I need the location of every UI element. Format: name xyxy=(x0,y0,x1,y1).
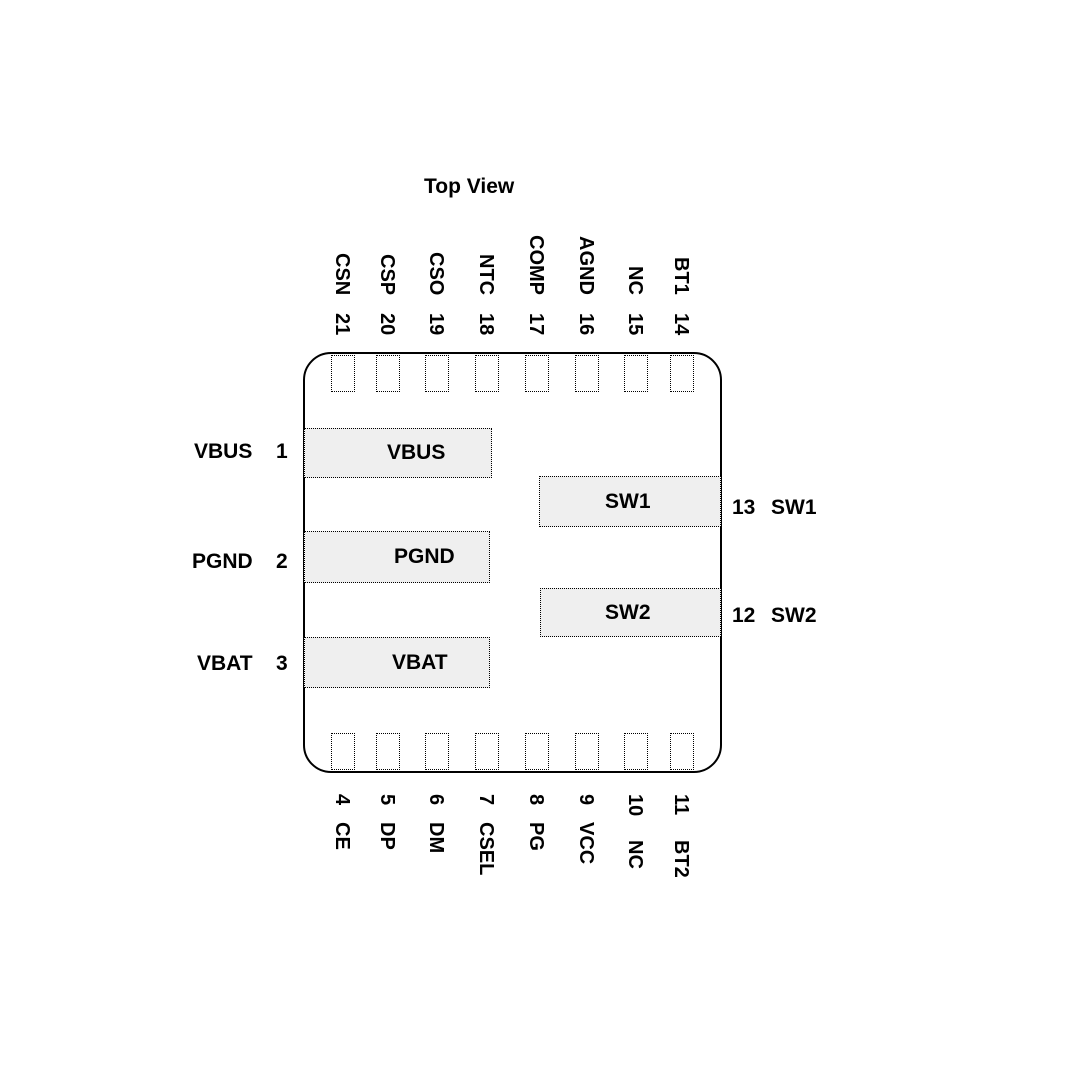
pad-pgnd: PGND xyxy=(304,531,490,583)
bottom-pin-pad xyxy=(624,733,648,770)
bottom-pin-number: 5 xyxy=(376,794,398,806)
pad-vbat: VBAT xyxy=(304,637,490,688)
bottom-pin-number: 10 xyxy=(624,794,646,817)
top-pin-pad xyxy=(525,355,549,392)
left-pin-number: 3 xyxy=(276,652,288,675)
right-pin-number: 13 xyxy=(732,496,756,519)
top-pin-pad xyxy=(376,355,400,392)
top-pin-number: 14 xyxy=(670,313,692,336)
pad-label: SW2 xyxy=(605,600,651,624)
right-pin-name: SW2 xyxy=(771,604,817,627)
top-pin-number: 15 xyxy=(624,313,646,336)
bottom-pin-name: BT2 xyxy=(670,840,692,878)
top-pin-pad xyxy=(425,355,449,392)
bottom-pin-pad xyxy=(575,733,599,770)
top-pin-pad xyxy=(670,355,694,392)
top-pin-number: 20 xyxy=(376,313,398,336)
left-pin-name: VBAT xyxy=(197,652,253,675)
pad-label: VBAT xyxy=(392,650,448,674)
top-pin-name: NC xyxy=(624,266,646,295)
bottom-pin-number: 8 xyxy=(525,794,547,806)
top-pin-name: AGND xyxy=(575,236,597,295)
bottom-pin-number: 7 xyxy=(475,794,497,806)
bottom-pin-number: 11 xyxy=(670,794,692,816)
bottom-pin-name: CE xyxy=(331,822,353,850)
pad-vbus: VBUS xyxy=(304,428,492,478)
diagram-title: Top View xyxy=(424,175,515,198)
left-pin-number: 1 xyxy=(276,440,288,463)
bottom-pin-pad xyxy=(475,733,499,770)
bottom-pin-name: NC xyxy=(624,840,646,869)
right-pin-number: 12 xyxy=(732,604,756,627)
pad-label: SW1 xyxy=(605,489,651,513)
bottom-pin-name: DM xyxy=(425,822,447,854)
pad-sw2: SW2 xyxy=(540,588,721,637)
bottom-pin-pad xyxy=(525,733,549,770)
left-pin-name: PGND xyxy=(192,550,253,573)
top-pin-name: NTC xyxy=(475,253,497,295)
bottom-pin-number: 4 xyxy=(331,794,353,806)
bottom-pin-name: VCC xyxy=(575,822,597,865)
left-pin-name: VBUS xyxy=(194,440,253,463)
bottom-pin-pad xyxy=(670,733,694,770)
top-pin-pad xyxy=(624,355,648,392)
top-pin-pad xyxy=(575,355,599,392)
bottom-pin-pad xyxy=(376,733,400,770)
top-pin-name: COMP xyxy=(525,235,547,295)
bottom-pin-name: PG xyxy=(525,822,547,851)
top-pin-name: CSN xyxy=(331,252,353,295)
top-pin-number: 19 xyxy=(425,313,447,336)
top-pin-number: 21 xyxy=(331,313,353,336)
bottom-pin-number: 9 xyxy=(575,794,597,806)
top-pin-pad xyxy=(331,355,355,392)
top-pin-name: CSO xyxy=(425,251,447,295)
bottom-pin-name: CSEL xyxy=(475,822,497,876)
top-pin-pad xyxy=(475,355,499,392)
top-pin-name: CSP xyxy=(376,253,398,295)
bottom-pin-name: DP xyxy=(376,822,398,850)
pad-label: VBUS xyxy=(387,441,446,464)
left-pin-number: 2 xyxy=(276,550,288,573)
pad-label: PGND xyxy=(394,545,455,568)
pad-sw1: SW1 xyxy=(539,476,721,527)
top-pin-name: BT1 xyxy=(670,257,692,295)
top-pin-number: 18 xyxy=(475,313,497,336)
bottom-pin-pad xyxy=(425,733,449,770)
bottom-pin-number: 6 xyxy=(425,794,447,806)
top-pin-number: 17 xyxy=(525,313,547,336)
right-pin-name: SW1 xyxy=(771,496,817,519)
top-pin-number: 16 xyxy=(575,313,597,336)
bottom-pin-pad xyxy=(331,733,355,770)
